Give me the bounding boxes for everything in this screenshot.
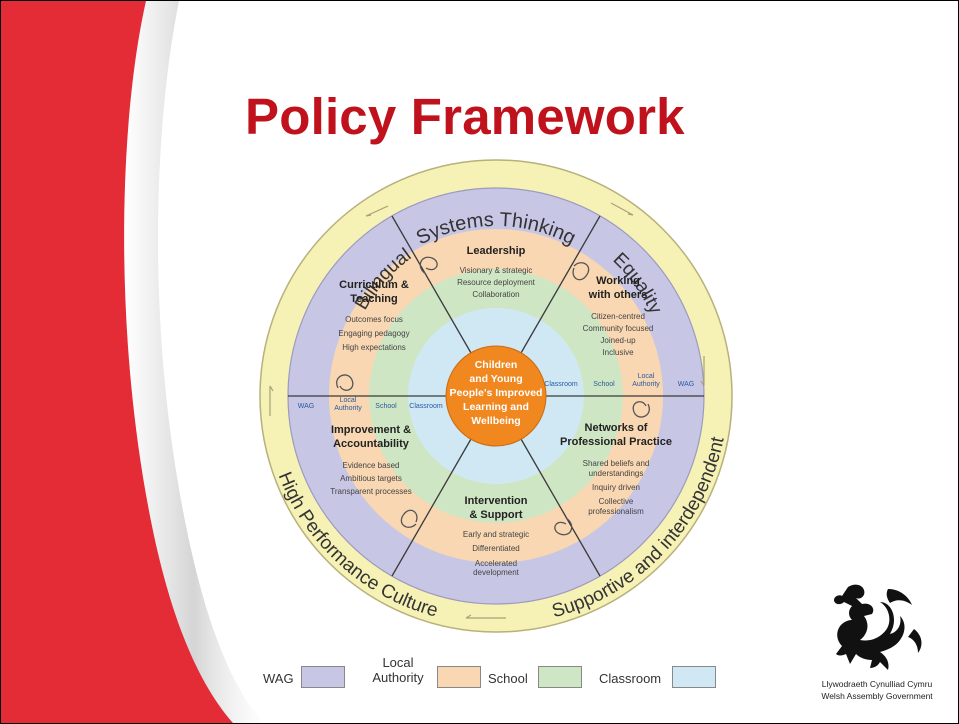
center-text: Children and Young People's Improved Lea… [450, 359, 543, 427]
segment-item: Ambitious targets [340, 474, 402, 483]
segment-title: Teaching [350, 293, 397, 305]
segment-item: Community focused [583, 324, 654, 333]
red-band [1, 1, 233, 723]
segment-item: Resource deployment [457, 278, 536, 287]
legend-label-classroom: Classroom [599, 671, 662, 686]
segment-item: Collaboration [472, 290, 519, 299]
center-line: and Young [469, 373, 522, 385]
legend-swatch-classroom [672, 666, 716, 688]
segment-working-with-others: Working with others Citizen-centred Comm… [583, 275, 654, 357]
grey-swoosh [124, 1, 263, 723]
center-line: People's Improved [450, 387, 543, 399]
logo-text-welsh: Llywodraeth Cynulliad Cymru [821, 679, 933, 689]
segment-item: Visionary & strategic [460, 266, 533, 275]
segment-title: Accountability [333, 438, 410, 450]
ring-label-school: School [593, 381, 615, 388]
segment-item: Outcomes focus [345, 315, 403, 324]
segment-intervention-support: Intervention & Support Early and strateg… [463, 495, 529, 577]
segment-item: Inclusive [602, 348, 634, 357]
logo-text-english: Welsh Assembly Government [821, 691, 933, 701]
segment-item: Engaging pedagogy [338, 329, 409, 338]
segment-title: Intervention [465, 495, 528, 507]
center-line: Wellbeing [471, 415, 520, 427]
ring-labels-left: WAG Local Authority School Classroom [298, 397, 443, 412]
legend-label-school: School [488, 671, 528, 686]
segment-title: Working [596, 275, 640, 287]
segment-title: Improvement & [331, 424, 411, 436]
ring-label-school: School [375, 403, 397, 410]
segment-title: Networks of [585, 422, 648, 434]
segment-item: Citizen-centred [591, 312, 645, 321]
segment-title: Leadership [467, 245, 526, 257]
center-line: Children [475, 359, 518, 371]
welsh-assembly-government-logo: Llywodraeth Cynulliad Cymru Welsh Assemb… [818, 579, 938, 709]
segment-item: understandings [589, 469, 644, 478]
legend-swatch-local [437, 666, 481, 688]
segment-title: Professional Practice [560, 436, 672, 448]
legend-label-wag: WAG [263, 671, 294, 686]
ring-label-local: Authority [632, 381, 660, 388]
segment-title: Curriculum & [339, 279, 409, 291]
legend: WAG Local Authority School Classroom [263, 656, 733, 696]
segment-item: Joined-up [600, 336, 636, 345]
center-line: Learning and [463, 401, 529, 413]
segment-item: Shared beliefs and [583, 459, 650, 468]
segment-title: & Support [469, 509, 522, 521]
dragon-icon [834, 584, 922, 670]
segment-item: development [473, 568, 520, 577]
outer-ring-arrows [269, 202, 705, 619]
segment-item: Inquiry driven [592, 483, 640, 492]
policy-framework-diagram: Children and Young People's Improved Lea… [259, 159, 733, 633]
segment-dividers [288, 215, 704, 577]
segment-item: Differentiated [472, 544, 519, 553]
legend-label-local: Local [382, 655, 414, 670]
ring-label-wag: WAG [678, 381, 694, 388]
segment-item: Early and strategic [463, 530, 529, 539]
segment-leadership: Leadership Visionary & strategic Resourc… [457, 245, 536, 299]
ring-label-local: Authority [334, 405, 362, 412]
segment-networks: Networks of Professional Practice Shared… [560, 422, 672, 516]
segment-curriculum-teaching: Curriculum & Teaching Outcomes focus Eng… [338, 279, 409, 352]
segment-item: Collective [599, 497, 634, 506]
puzzle-curls [336, 256, 650, 536]
ring-label-classroom: Classroom [544, 381, 578, 388]
ring-labels-right: Classroom School Local Authority WAG [544, 373, 694, 388]
legend-swatch-school [538, 666, 582, 688]
page-title: Policy Framework [245, 88, 685, 145]
segment-item: professionalism [588, 507, 644, 516]
segment-item: Transparent processes [330, 487, 412, 496]
ring-label-local: Local [340, 397, 357, 404]
legend-swatch-wag [301, 666, 345, 688]
segment-item: Accelerated [475, 559, 517, 568]
segment-item: High expectations [342, 343, 406, 352]
ring-label-wag: WAG [298, 403, 314, 410]
segment-improvement-accountability: Improvement & Accountability Evidence ba… [330, 424, 412, 496]
center-circle [445, 345, 547, 447]
ring-label-classroom: Classroom [409, 403, 443, 410]
segment-title: with others [588, 289, 648, 301]
ring-label-local: Local [638, 373, 655, 380]
segment-item: Evidence based [343, 461, 400, 470]
legend-label-local: Authority [372, 670, 424, 685]
